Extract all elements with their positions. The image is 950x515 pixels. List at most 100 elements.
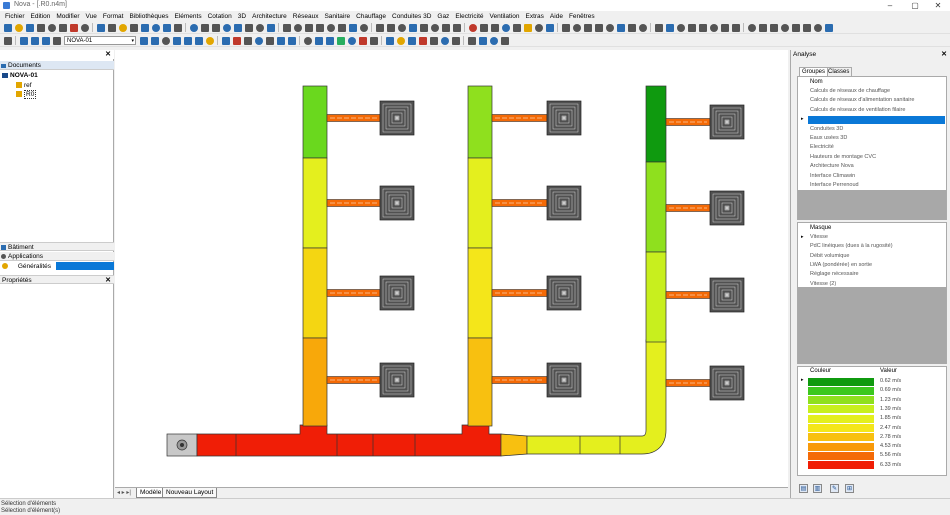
duct-reducer[interactable] — [500, 433, 528, 457]
legend-swatch[interactable] — [808, 461, 874, 470]
tree-item-ref[interactable]: ref — [16, 81, 32, 90]
toolbar-tool-icon[interactable] — [36, 23, 45, 32]
toolbar-tool-icon[interactable] — [282, 23, 291, 32]
tree-item-generalites[interactable]: Généralités — [2, 262, 114, 271]
toolbar-tool-icon[interactable] — [265, 36, 274, 45]
toolbar-tool-icon[interactable] — [385, 36, 394, 45]
toolbar-tool-icon[interactable] — [69, 23, 78, 32]
toolbar-tool-icon[interactable] — [419, 23, 428, 32]
toolbar-tool-icon[interactable] — [616, 23, 625, 32]
applications-header[interactable]: Applications — [0, 252, 114, 261]
toolbar-tool-icon[interactable] — [397, 23, 406, 32]
toolbar-tool-icon[interactable] — [183, 36, 192, 45]
toolbar-tool-icon[interactable] — [583, 23, 592, 32]
menu-r-seaux[interactable]: Réseaux — [292, 13, 319, 20]
toolbar-tool-icon[interactable] — [441, 23, 450, 32]
toolbar-tool-icon[interactable] — [337, 23, 346, 32]
toolbar-tool-icon[interactable] — [173, 23, 182, 32]
toolbar-tool-icon[interactable] — [791, 23, 800, 32]
group-item[interactable]: Electricité — [810, 144, 834, 151]
toolbar-tool-icon[interactable] — [150, 36, 159, 45]
toolbar-tool-icon[interactable] — [676, 23, 685, 32]
mask-item[interactable]: PdC linéiques (dues à la rugosité) — [810, 243, 893, 250]
toolbar-tool-icon[interactable] — [266, 23, 275, 32]
table-view-button[interactable]: ▥ — [813, 484, 822, 493]
view-icon[interactable] — [52, 36, 61, 45]
toolbar-tool-icon[interactable] — [139, 36, 148, 45]
menu-cotation[interactable]: Cotation — [207, 13, 232, 20]
toolbar-tool-icon[interactable] — [407, 36, 416, 45]
legend-swatch[interactable] — [808, 377, 874, 386]
legend-swatch[interactable] — [808, 405, 874, 414]
toolbar-tool-icon[interactable] — [813, 23, 822, 32]
toolbar-tool-icon[interactable] — [325, 36, 334, 45]
legend-swatch[interactable] — [808, 424, 874, 432]
grid-button[interactable]: ⊞ — [845, 484, 854, 493]
toolbar-tool-icon[interactable] — [118, 23, 127, 32]
toolbar-tool-icon[interactable] — [802, 23, 811, 32]
toolbar-tool-icon[interactable] — [96, 23, 105, 32]
toolbar-tool-icon[interactable] — [780, 23, 789, 32]
menu-edition[interactable]: Edition — [30, 13, 51, 20]
toolbar-tool-icon[interactable] — [687, 23, 696, 32]
batiment-header[interactable]: Bâtiment — [0, 242, 114, 251]
toolbar-tool-icon[interactable] — [336, 36, 345, 45]
riser-2-segment[interactable] — [467, 157, 493, 249]
toolbar-tool-icon[interactable] — [276, 36, 285, 45]
menu-sanitaire[interactable]: Sanitaire — [324, 13, 351, 20]
riser-3-segment[interactable] — [645, 161, 667, 253]
toolbar-tool-icon[interactable] — [501, 23, 510, 32]
toolbar-tool-icon[interactable] — [572, 23, 581, 32]
toolbar-tool-icon[interactable] — [222, 23, 231, 32]
toolbar-tool-icon[interactable] — [254, 36, 263, 45]
toolbar-tool-icon[interactable] — [396, 36, 405, 45]
legend-swatch[interactable] — [808, 386, 874, 395]
menu-extras[interactable]: Extras — [525, 13, 544, 20]
list-view-button[interactable]: ▤ — [799, 484, 808, 493]
toolbar-tool-icon[interactable] — [326, 23, 335, 32]
mask-item[interactable]: Débit volumique — [810, 252, 850, 259]
tab-groupes[interactable]: Groupes — [799, 67, 829, 76]
toolbar-tool-icon[interactable] — [747, 23, 756, 32]
diffuser[interactable] — [379, 185, 415, 221]
documents-header[interactable]: Documents — [0, 61, 114, 70]
maximize-button[interactable]: ▢ — [911, 1, 919, 10]
toolbar-tool-icon[interactable] — [490, 23, 499, 32]
toolbar-tool-icon[interactable] — [720, 23, 729, 32]
toolbar-tool-icon[interactable] — [232, 36, 241, 45]
mask-item[interactable]: Vitesse — [810, 234, 828, 240]
toolbar-tool-icon[interactable] — [429, 36, 438, 45]
toolbar-tool-icon[interactable] — [627, 23, 636, 32]
toolbar-tool-icon[interactable] — [534, 23, 543, 32]
toolbar-tool-icon[interactable] — [315, 23, 324, 32]
riser-2-segment[interactable] — [467, 247, 493, 339]
toolbar-tool-icon[interactable] — [824, 23, 833, 32]
toolbar-tool-icon[interactable] — [58, 23, 67, 32]
tab-modele[interactable]: Modèle — [136, 488, 166, 498]
level-icon[interactable] — [30, 36, 39, 45]
legend-swatch[interactable] — [808, 396, 874, 405]
menu-gaz[interactable]: Gaz — [437, 13, 450, 20]
menu-electricit-[interactable]: Electricité — [455, 13, 484, 20]
toolbar-tool-icon[interactable] — [665, 23, 674, 32]
legend-swatch[interactable] — [808, 433, 874, 442]
minimize-button[interactable]: – — [887, 1, 893, 10]
toolbar-tool-icon[interactable] — [47, 23, 56, 32]
group-item[interactable]: Conduites 3D — [810, 125, 844, 132]
toolbar-tool-icon[interactable] — [140, 23, 149, 32]
toolbar-tool-icon[interactable] — [304, 23, 313, 32]
toolbar-tool-icon[interactable] — [478, 36, 487, 45]
legend-swatch[interactable] — [808, 451, 874, 460]
close-icon[interactable]: ✕ — [941, 51, 947, 58]
toolbar-tool-icon[interactable] — [451, 36, 460, 45]
toolbar-tool-icon[interactable] — [418, 36, 427, 45]
group-item[interactable]: Hauteurs de montage CVC — [810, 153, 877, 160]
toolbar-tool-icon[interactable] — [172, 36, 181, 45]
toolbar-tool-icon[interactable] — [594, 23, 603, 32]
menu-vue[interactable]: Vue — [85, 13, 97, 20]
toolbar-tool-icon[interactable] — [375, 23, 384, 32]
toolbar-tool-icon[interactable] — [561, 23, 570, 32]
riser-2-segment[interactable] — [467, 337, 493, 427]
toolbar-tool-icon[interactable] — [303, 36, 312, 45]
menu-fen-tres[interactable]: Fenêtres — [568, 13, 595, 20]
